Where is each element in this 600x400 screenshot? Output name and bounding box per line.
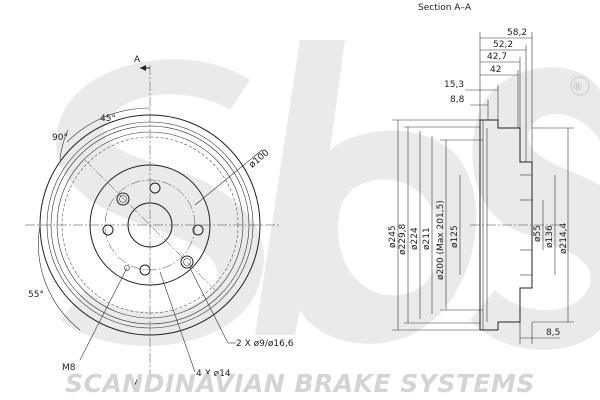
front-view (25, 65, 280, 385)
dim-label-d136: ø136 (545, 225, 555, 248)
angle-55-arc (38, 224, 81, 331)
angle-90-arc (59, 129, 69, 161)
thread-label: M8 (62, 363, 76, 373)
dim-label-8-5: 8,5 (546, 328, 560, 338)
dim-label-d245: ø245 (388, 225, 398, 248)
dim-label-15-3: 15,3 (444, 80, 464, 90)
section-marker-label-bottom: A (134, 379, 141, 389)
dim-label-d224: ø224 (410, 227, 420, 250)
brand-footer: SCANDINAVIAN BRAKE SYSTEMS (65, 369, 535, 398)
holes-large-label: 4 X ø14 (196, 369, 231, 379)
wheel-stud-hole (149, 182, 161, 194)
pcd-leader (194, 149, 263, 206)
dim-label-d125: ø125 (450, 225, 460, 248)
dim-label-42-7: 42,7 (487, 52, 507, 62)
wheel-stud-hole (102, 224, 114, 236)
angle-45-arc (66, 107, 151, 143)
dim-label-58-2: 58,2 (507, 28, 527, 38)
sbs-watermark-logo (56, 40, 600, 350)
angle-90-label: 90° (52, 133, 68, 143)
dim-label-8-8: 8,8 (450, 95, 465, 105)
dim-label-52-2: 52,2 (493, 40, 513, 50)
dim-label-d200: ø200 (Max 201,5) (436, 200, 446, 280)
dim-label-d211: ø211 (422, 227, 432, 250)
section-view (392, 32, 574, 344)
holes-small-label: 2 X ø9/ø16,6 (236, 339, 294, 349)
thread-hole (124, 265, 130, 271)
section-arrowhead (140, 65, 146, 71)
thread-leader (79, 267, 128, 361)
bolt-hole (180, 255, 194, 269)
holes-large-leader (159, 271, 196, 373)
angle-45-label: 45° (100, 114, 116, 124)
holes-small-leader (189, 267, 229, 344)
section-marker-label-top: A (134, 55, 141, 65)
dim-label-d55: ø55 (533, 225, 543, 242)
section-title: Section A–A (418, 3, 472, 13)
diagonal-centerline (84, 159, 216, 291)
bolt-hole-inner (119, 195, 127, 203)
angle-55-label: 55° (28, 290, 44, 300)
pcd-label: ø100 (248, 148, 272, 170)
bolt-hole (116, 192, 130, 206)
dim-label-d229-8: ø229,8 (398, 223, 408, 255)
bolt-hole-inner (183, 258, 191, 266)
drum-section-profile (479, 119, 533, 331)
dim-label-42: 42 (490, 65, 501, 75)
registered-mark: ® (572, 80, 583, 93)
registered-icon (570, 76, 590, 96)
dim-label-d214-4: ø214,4 (559, 222, 569, 254)
